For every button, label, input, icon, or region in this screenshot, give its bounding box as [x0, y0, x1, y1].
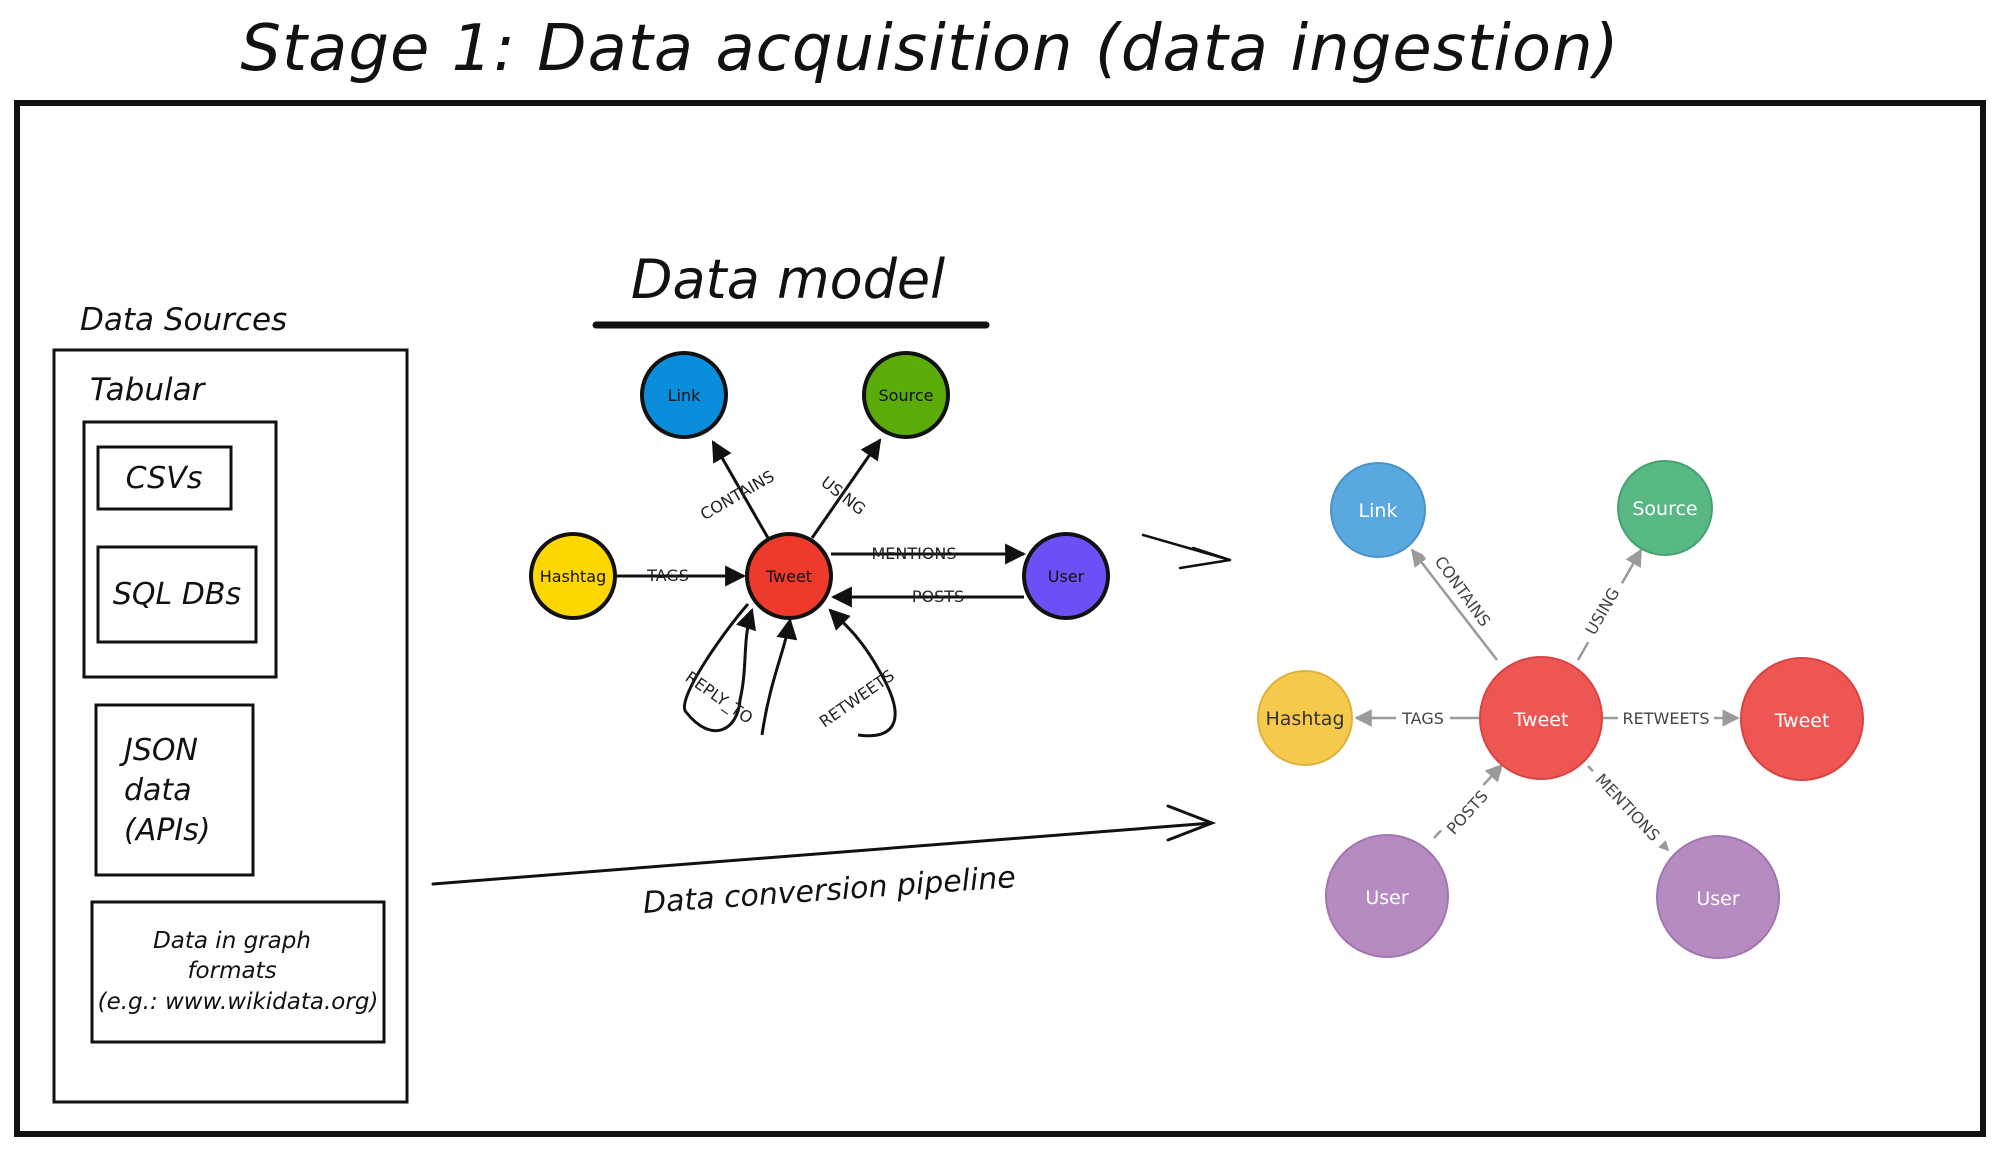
- inst-label-posts-bg: [1438, 781, 1496, 843]
- model-node-source: [862, 351, 950, 439]
- model-node-hashtag-label: Hashtag: [540, 567, 607, 586]
- json-label-line3: (APIs): [124, 813, 211, 848]
- data-sources-heading: Data Sources: [80, 302, 287, 338]
- inst-label-using-bg: [1575, 576, 1629, 646]
- json-label-line1: JSON: [119, 733, 198, 768]
- inst-node-tweet: [1479, 656, 1603, 780]
- inst-label-tags: TAGS: [1401, 709, 1444, 728]
- model-node-link: [640, 351, 728, 439]
- csv-label: CSVs: [126, 461, 203, 496]
- model-edge-contains: [711, 440, 770, 539]
- model-node-source-label: Source: [879, 386, 934, 405]
- model-node-tweet: [745, 532, 833, 620]
- model-node-link-label: Link: [668, 386, 702, 405]
- model-label-posts: POSTS: [912, 587, 964, 606]
- inst-node-link-label: Link: [1359, 500, 1398, 522]
- inst-node-tweet-2-label: Tweet: [1774, 710, 1830, 732]
- inst-edge-contains: [1410, 548, 1498, 661]
- model-edge-reply-to-loop: [682, 603, 750, 714]
- inst-node-tweet-2: [1740, 657, 1864, 781]
- model-edge-retweets-loop: [760, 617, 798, 736]
- inst-label-retweets-bg: [1618, 706, 1714, 730]
- model-to-instance-arrow: [1141, 533, 1232, 570]
- pipeline-label: Data conversion pipeline: [642, 860, 1017, 921]
- model-node-user-label: User: [1048, 567, 1085, 586]
- inst-node-link: [1330, 462, 1426, 558]
- model-label-using: USING: [817, 472, 869, 518]
- graph-formats-box: [90, 900, 386, 1044]
- inst-node-user-2: [1656, 835, 1780, 959]
- inst-node-user-1: [1325, 834, 1449, 958]
- json-label-line2: data: [124, 773, 192, 808]
- model-label-retweets: RETWEETS: [816, 666, 898, 731]
- inst-label-contains: CONTAINS: [1431, 553, 1495, 631]
- inst-node-source-label: Source: [1632, 498, 1697, 520]
- model-edge-reply-to: [684, 608, 756, 733]
- data-model-heading: Data model: [631, 248, 945, 311]
- page-title: Stage 1: Data acquisition (data ingestio…: [240, 12, 1620, 86]
- json-box: [94, 703, 255, 877]
- model-label-contains: CONTAINS: [697, 466, 778, 523]
- inst-label-mentions-bg: [1585, 762, 1671, 852]
- model-edge-using: [810, 438, 882, 539]
- inst-label-using: USING: [1581, 584, 1623, 638]
- stage-frame: [14, 100, 1986, 1137]
- inst-label-contains-bg: [1421, 540, 1505, 642]
- inst-label-tags-bg: [1396, 706, 1450, 730]
- inst-label-posts: POSTS: [1443, 787, 1492, 839]
- sql-label: SQL DBs: [113, 577, 241, 612]
- inst-node-user-1-label: User: [1365, 887, 1408, 909]
- model-label-mentions: MENTIONS: [871, 544, 956, 563]
- graph-formats-line3: (e.g.: www.wikidata.org): [98, 989, 379, 1015]
- inst-node-hashtag-label: Hashtag: [1265, 708, 1344, 730]
- csv-box: [96, 445, 233, 511]
- pipeline-arrow: [431, 804, 1217, 886]
- tabular-box: [82, 420, 278, 679]
- instance-graph: CONTAINS USING TAGS RETWEETS POSTS MENTI…: [1257, 460, 1864, 959]
- inst-node-tweet-label: Tweet: [1513, 709, 1569, 731]
- inst-label-retweets: RETWEETS: [1623, 709, 1710, 728]
- sql-box: [96, 545, 258, 644]
- inst-label-mentions: MENTIONS: [1592, 770, 1664, 845]
- data-model: Data model CONTAINS USING TAGS MENTIONS …: [529, 248, 1110, 738]
- data-sources-panel: Data Sources Tabular CSVs SQL DBs JSON d…: [52, 302, 409, 1104]
- graph-formats-line1: Data in graph: [153, 928, 311, 954]
- inst-node-source: [1617, 460, 1713, 556]
- graph-formats-line2: formats: [187, 958, 276, 984]
- model-node-tweet-label: Tweet: [765, 567, 812, 586]
- model-edge-retweets: [828, 608, 897, 738]
- data-sources-box: [52, 348, 409, 1104]
- inst-node-user-2-label: User: [1696, 888, 1739, 910]
- inst-node-hashtag: [1257, 670, 1353, 766]
- tabular-heading: Tabular: [90, 372, 207, 408]
- model-node-hashtag: [529, 532, 617, 620]
- model-label-tags: TAGS: [646, 566, 689, 585]
- model-node-user: [1022, 532, 1110, 620]
